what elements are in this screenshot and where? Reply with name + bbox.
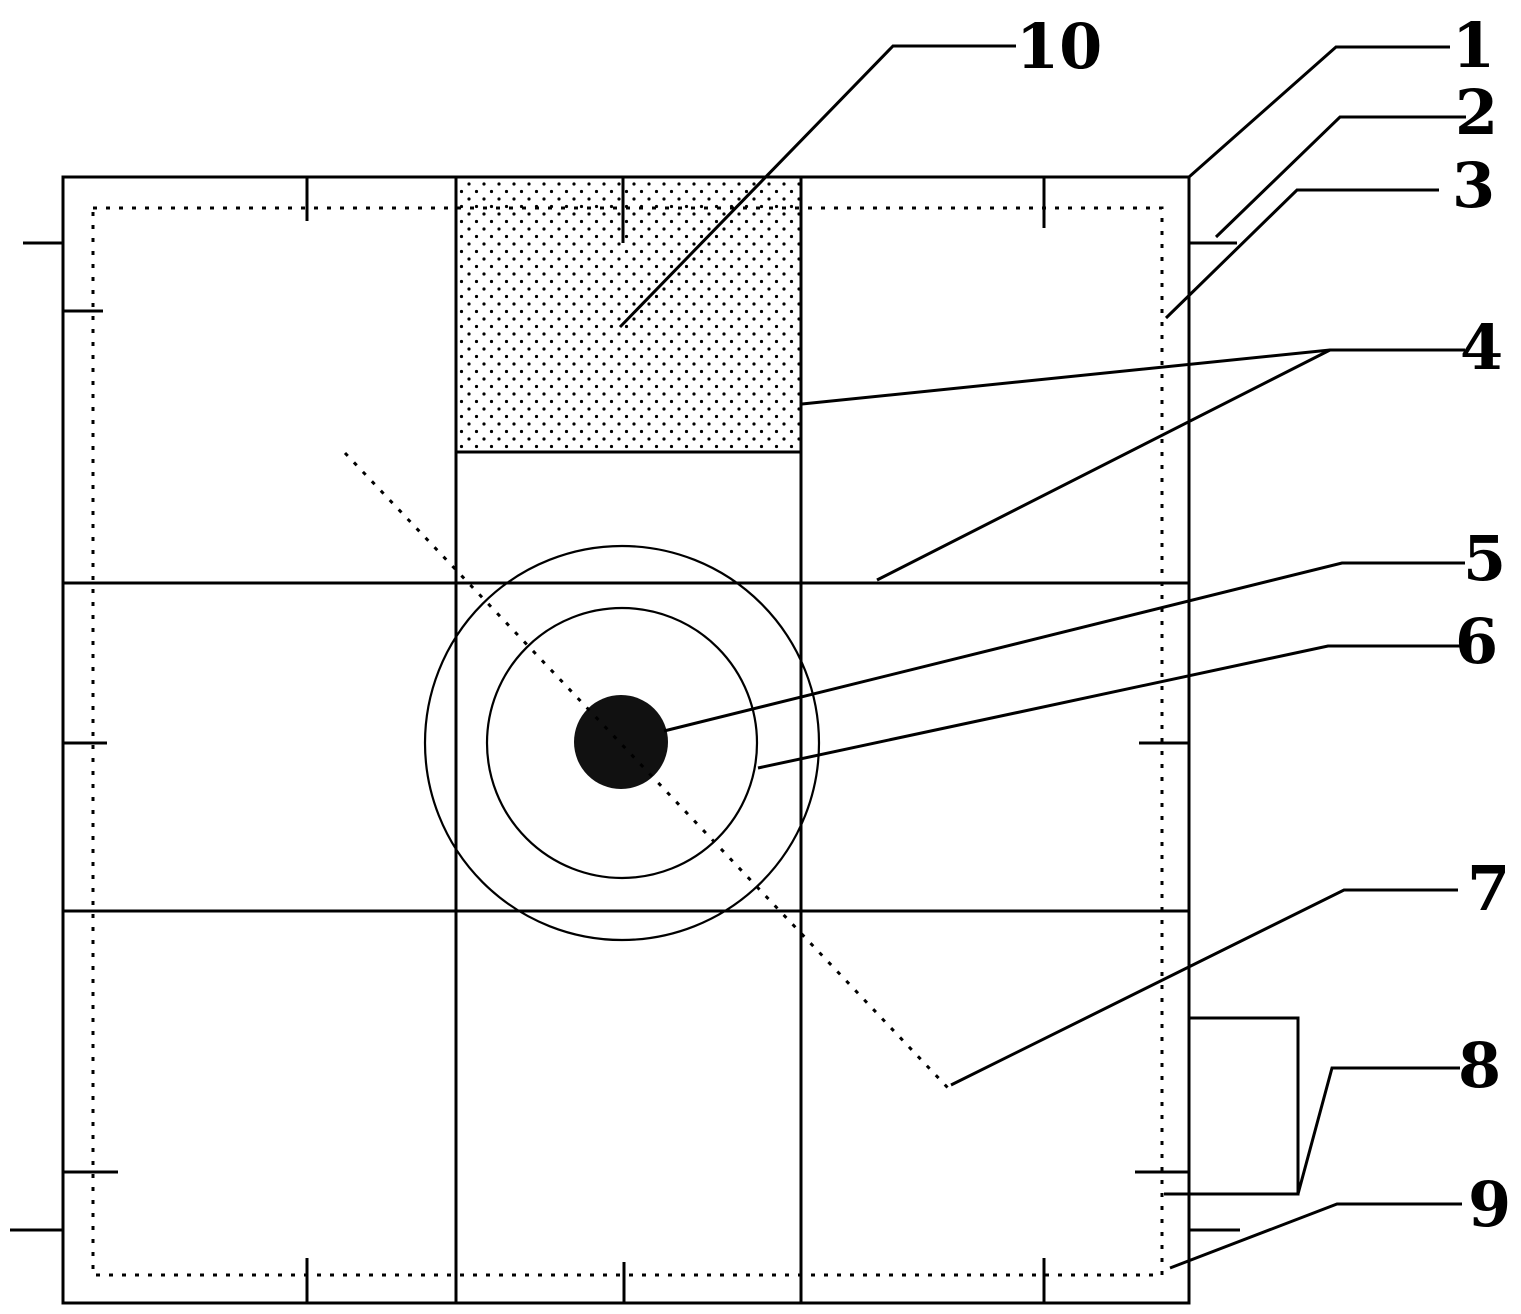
side-box: [1164, 1016, 1300, 1196]
outer-frame: [61, 175, 1191, 1305]
outer-circle: [423, 544, 821, 942]
grid-lines: [63, 177, 1189, 1303]
label-1: 1: [1452, 9, 1495, 82]
label-3: 3: [1452, 149, 1495, 222]
dotted-zone: [456, 178, 801, 452]
label-7: 7: [1467, 852, 1510, 925]
label-9: 9: [1468, 1168, 1511, 1241]
callout-labels: 1 2 3 4 5 6 7 8 9 10: [1016, 9, 1511, 1241]
label-8: 8: [1458, 1029, 1501, 1102]
label-6: 6: [1455, 605, 1498, 678]
diagonal-dotted-line: [343, 451, 950, 1090]
inner-circle: [485, 606, 759, 880]
label-2: 2: [1455, 76, 1498, 149]
label-10: 10: [1016, 10, 1102, 83]
tick-marks: [10, 177, 1240, 1303]
label-4: 4: [1460, 311, 1503, 384]
leader-lines: [618, 44, 1466, 1270]
label-5: 5: [1463, 522, 1506, 595]
